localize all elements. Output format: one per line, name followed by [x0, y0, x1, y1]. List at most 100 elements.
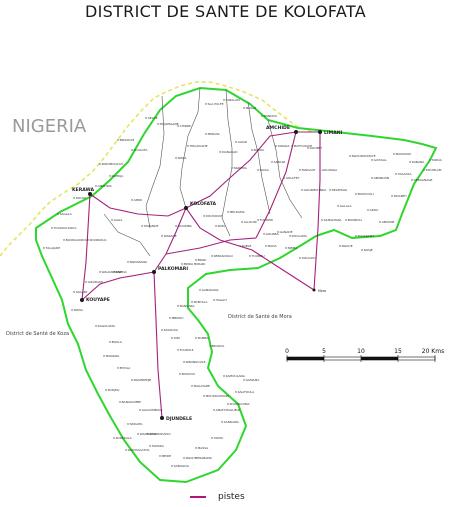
village-dot	[271, 161, 273, 163]
village-label: BIKIRI	[198, 258, 207, 262]
village-dot	[105, 389, 107, 391]
town-label-kouyape: KOUYAPE	[86, 297, 110, 303]
village-label: NAVARAMA	[358, 234, 376, 238]
village-label: NGOUROUMAYE	[352, 154, 376, 158]
village-label: BINDA BORARI	[184, 262, 206, 266]
village-label: NJEMA	[288, 246, 299, 250]
village-label: TOUBOU	[251, 254, 265, 258]
village-label: KASSOUA	[164, 328, 179, 332]
village-label: NGREMA	[234, 166, 248, 170]
village-dot	[243, 379, 245, 381]
village-dot	[215, 225, 217, 227]
village-dot	[337, 205, 339, 207]
village-label: FANGAYE	[302, 168, 316, 172]
village-dot	[275, 145, 277, 147]
legend-road-swatch	[190, 496, 206, 498]
village-dot	[423, 169, 425, 171]
village-label: BOURGOUROU	[66, 238, 88, 242]
village-label: GUISSAL	[374, 158, 387, 162]
village-dot	[149, 445, 151, 447]
village-dot	[235, 391, 237, 393]
village-dot	[227, 211, 229, 213]
village-dot	[205, 103, 207, 105]
village-label: SANDAWA	[224, 420, 240, 424]
village-dot	[349, 155, 351, 157]
village-dots	[43, 99, 431, 467]
village-dot	[195, 337, 197, 339]
town-label-kerawa: KERAWA	[72, 187, 94, 193]
village-label: BANAGUMBE	[122, 400, 142, 404]
village-dot	[171, 337, 173, 339]
village-label: KOULOFA	[134, 148, 149, 152]
village-label: KOURKOUSSO	[150, 432, 172, 436]
village-dot	[109, 175, 111, 177]
village-label: NANGARA	[180, 304, 196, 308]
village-label: TALAJADE	[45, 246, 61, 250]
village-dot	[113, 271, 115, 273]
village-label: MAMAYAKI	[396, 152, 412, 156]
village-label: KIMA	[218, 224, 226, 228]
village-dot	[51, 227, 53, 229]
village-dot	[235, 141, 237, 143]
village-dot	[249, 255, 251, 257]
village-label: BIRDOUM	[120, 138, 135, 142]
village-label: KATCHACATOS	[128, 448, 150, 452]
village-dot	[211, 255, 213, 257]
scale-tick-5: 5	[322, 348, 326, 355]
village-dot	[345, 219, 347, 221]
legend: pistes	[190, 492, 245, 502]
village-label: GANADE	[280, 230, 293, 234]
village-dot	[227, 403, 229, 405]
village-dot	[411, 179, 413, 181]
village-label: KIBONGOULE	[186, 360, 206, 364]
village-label: BABOU	[254, 148, 265, 152]
village-label: WALDAMIANE	[102, 270, 123, 274]
village-label: MAGAYARE	[194, 384, 210, 388]
village-label: FOUROUI	[180, 348, 194, 352]
village-label: ALLOUNI	[244, 220, 257, 224]
village-label: KONYALA	[194, 300, 209, 304]
district-label-koza: District de Santé de Koza	[6, 330, 69, 337]
village-label: GALOUMBOUL	[142, 408, 164, 412]
village-label: KAMOULANA	[226, 374, 246, 378]
scale-tick-20: 20 Kms	[422, 348, 444, 355]
village-dot	[113, 437, 115, 439]
village-dot	[367, 209, 369, 211]
village-label: KALIFOULA	[238, 390, 256, 394]
village-dot	[131, 149, 133, 151]
village-dot	[95, 325, 97, 327]
town-markers	[80, 130, 322, 420]
village-dot	[339, 245, 341, 247]
village-dot	[179, 373, 181, 375]
village-label: BOUNDAI	[348, 218, 362, 222]
village-label: TAMANDE	[143, 224, 159, 228]
village-dot	[73, 291, 75, 293]
village-dot	[391, 195, 393, 197]
village-dot	[219, 151, 221, 153]
village-label: GIKUDAMI	[88, 280, 103, 284]
village-label: AROU	[370, 208, 379, 212]
village-dot	[187, 145, 189, 147]
village-dot	[111, 219, 113, 221]
village-dot	[221, 421, 223, 423]
scale-tick-10: 10	[357, 348, 365, 355]
village-dot	[141, 225, 143, 227]
legend-road-label: pistes	[218, 492, 245, 502]
village-label: MEIDE	[162, 454, 172, 458]
village-label: MBIKOU	[172, 316, 184, 320]
village-label: CHIRRE	[180, 124, 191, 128]
village-dot	[103, 355, 105, 357]
village-dot	[329, 189, 331, 191]
village-label: GAGA	[114, 218, 124, 222]
village-label: AMIRI	[134, 198, 143, 202]
village-dot	[73, 197, 75, 199]
village-label: NIASA	[260, 168, 270, 172]
village-label: GOULFEY	[286, 176, 300, 180]
town-label-limani: LIMANI	[324, 130, 343, 136]
village-dot	[157, 123, 159, 125]
village-label: SLA PULFE	[208, 102, 224, 106]
village-label: ABOUNE	[382, 220, 395, 224]
village-dot	[161, 235, 163, 237]
village-label: KODJELI	[108, 388, 120, 392]
